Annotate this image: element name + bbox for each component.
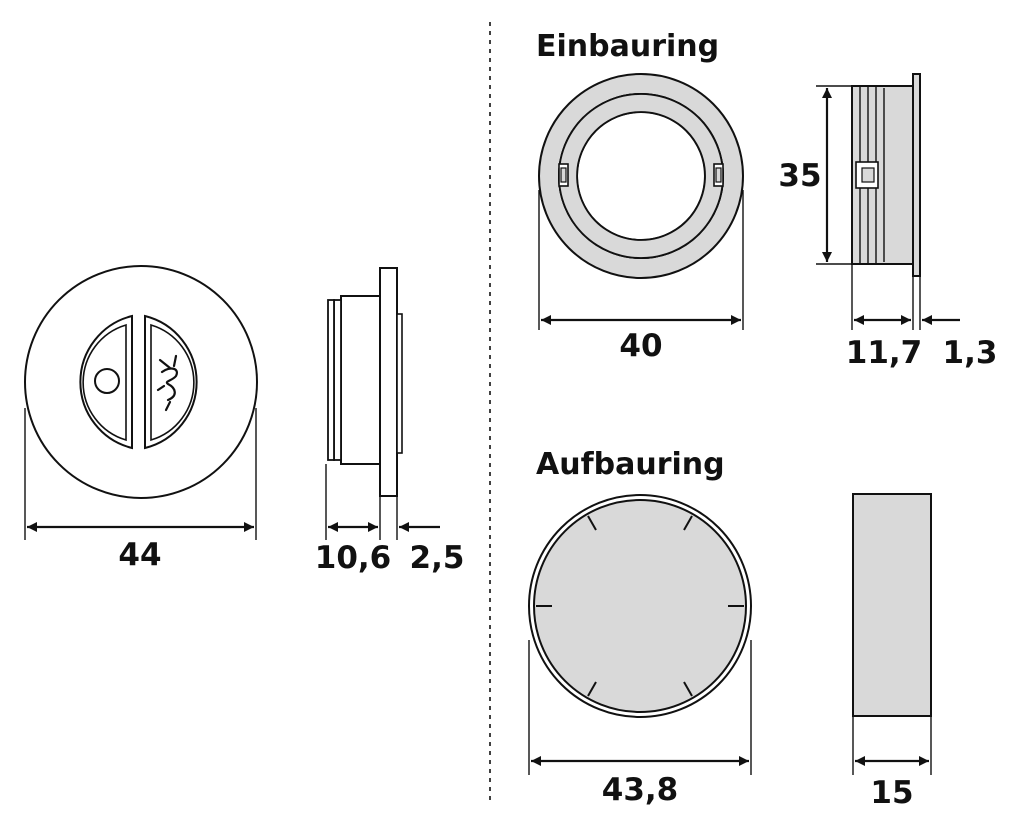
aufbauring-title: Aufbauring — [536, 447, 725, 482]
knob-side-view — [327, 267, 403, 497]
aufbau-depth-label: 15 — [870, 775, 913, 811]
dim-aufbau-depth: 15 — [852, 716, 932, 811]
einbauring-title: Einbauring — [536, 29, 719, 64]
dim-knob-diameter: 44 — [24, 408, 257, 573]
knob-diameter-label: 44 — [118, 537, 161, 573]
einbauring-side-view — [851, 73, 921, 277]
dim-einbau-diameter: 40 — [538, 190, 744, 364]
dim-einbau-depth: 11,7 1,3 — [846, 264, 998, 371]
dim-aufbau-diameter: 43,8 — [528, 640, 752, 808]
dim-knob-depth: 10,6 2,5 — [315, 464, 465, 576]
knob-depth-label: 10,6 — [315, 540, 392, 576]
einbau-diameter-label: 40 — [619, 328, 662, 364]
dim-einbau-height: 35 — [778, 85, 852, 265]
einbauring-front-view — [538, 73, 744, 279]
occupied-indicator-icon — [156, 354, 178, 412]
aufbau-diameter-label: 43,8 — [602, 772, 679, 808]
einbau-flange-label: 1,3 — [943, 335, 998, 371]
aufbauring-front-view — [528, 494, 752, 718]
einbau-depth-label: 11,7 — [846, 335, 923, 371]
aufbauring-side-view — [852, 493, 932, 717]
einbau-height-label: 35 — [778, 158, 821, 194]
free-indicator-icon — [94, 368, 120, 394]
knob-flange-label: 2,5 — [410, 540, 465, 576]
knob-front-view — [24, 265, 258, 499]
